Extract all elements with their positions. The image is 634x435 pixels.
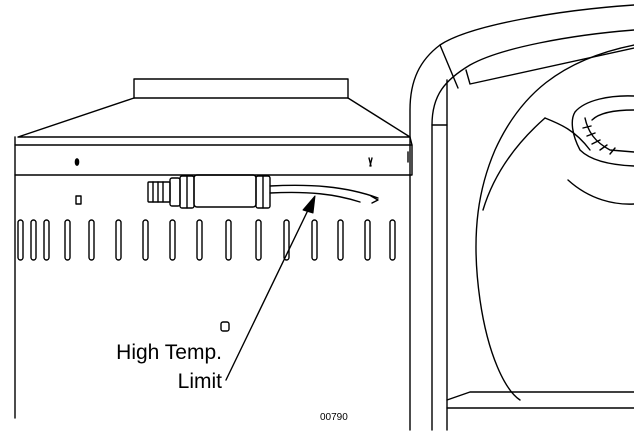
top-collar: [17, 78, 411, 138]
vent-slots: [17, 219, 396, 261]
vent-slot: [30, 219, 37, 261]
upper-band: [14, 136, 413, 176]
vent-slot: [283, 219, 290, 261]
cabinet-body: [14, 174, 230, 419]
vent-slot: [142, 219, 149, 261]
vent-slot: [64, 219, 71, 261]
vent-slot: [115, 219, 122, 261]
vent-slot: [225, 219, 232, 261]
callout-arrow: [225, 195, 316, 381]
callout-label-line2: Limit: [177, 370, 222, 393]
vent-slot: [311, 219, 318, 261]
vent-slot: [364, 219, 371, 261]
vent-slot: [17, 219, 24, 261]
vent-slot: [196, 219, 203, 261]
vent-slot: [255, 219, 262, 261]
vessel-frame: [409, 4, 634, 431]
vessel-dome: [475, 44, 634, 401]
fill-cap: [544, 95, 634, 205]
high-temp-limit-switch: [147, 174, 379, 209]
vent-slot: [88, 219, 95, 261]
vent-slot: [389, 219, 396, 261]
callout-label-line1: High Temp.: [116, 341, 222, 364]
figure-number: 00790: [320, 412, 348, 423]
vent-slot: [337, 219, 344, 261]
vent-slot: [43, 219, 50, 261]
vent-slot: [169, 219, 176, 261]
